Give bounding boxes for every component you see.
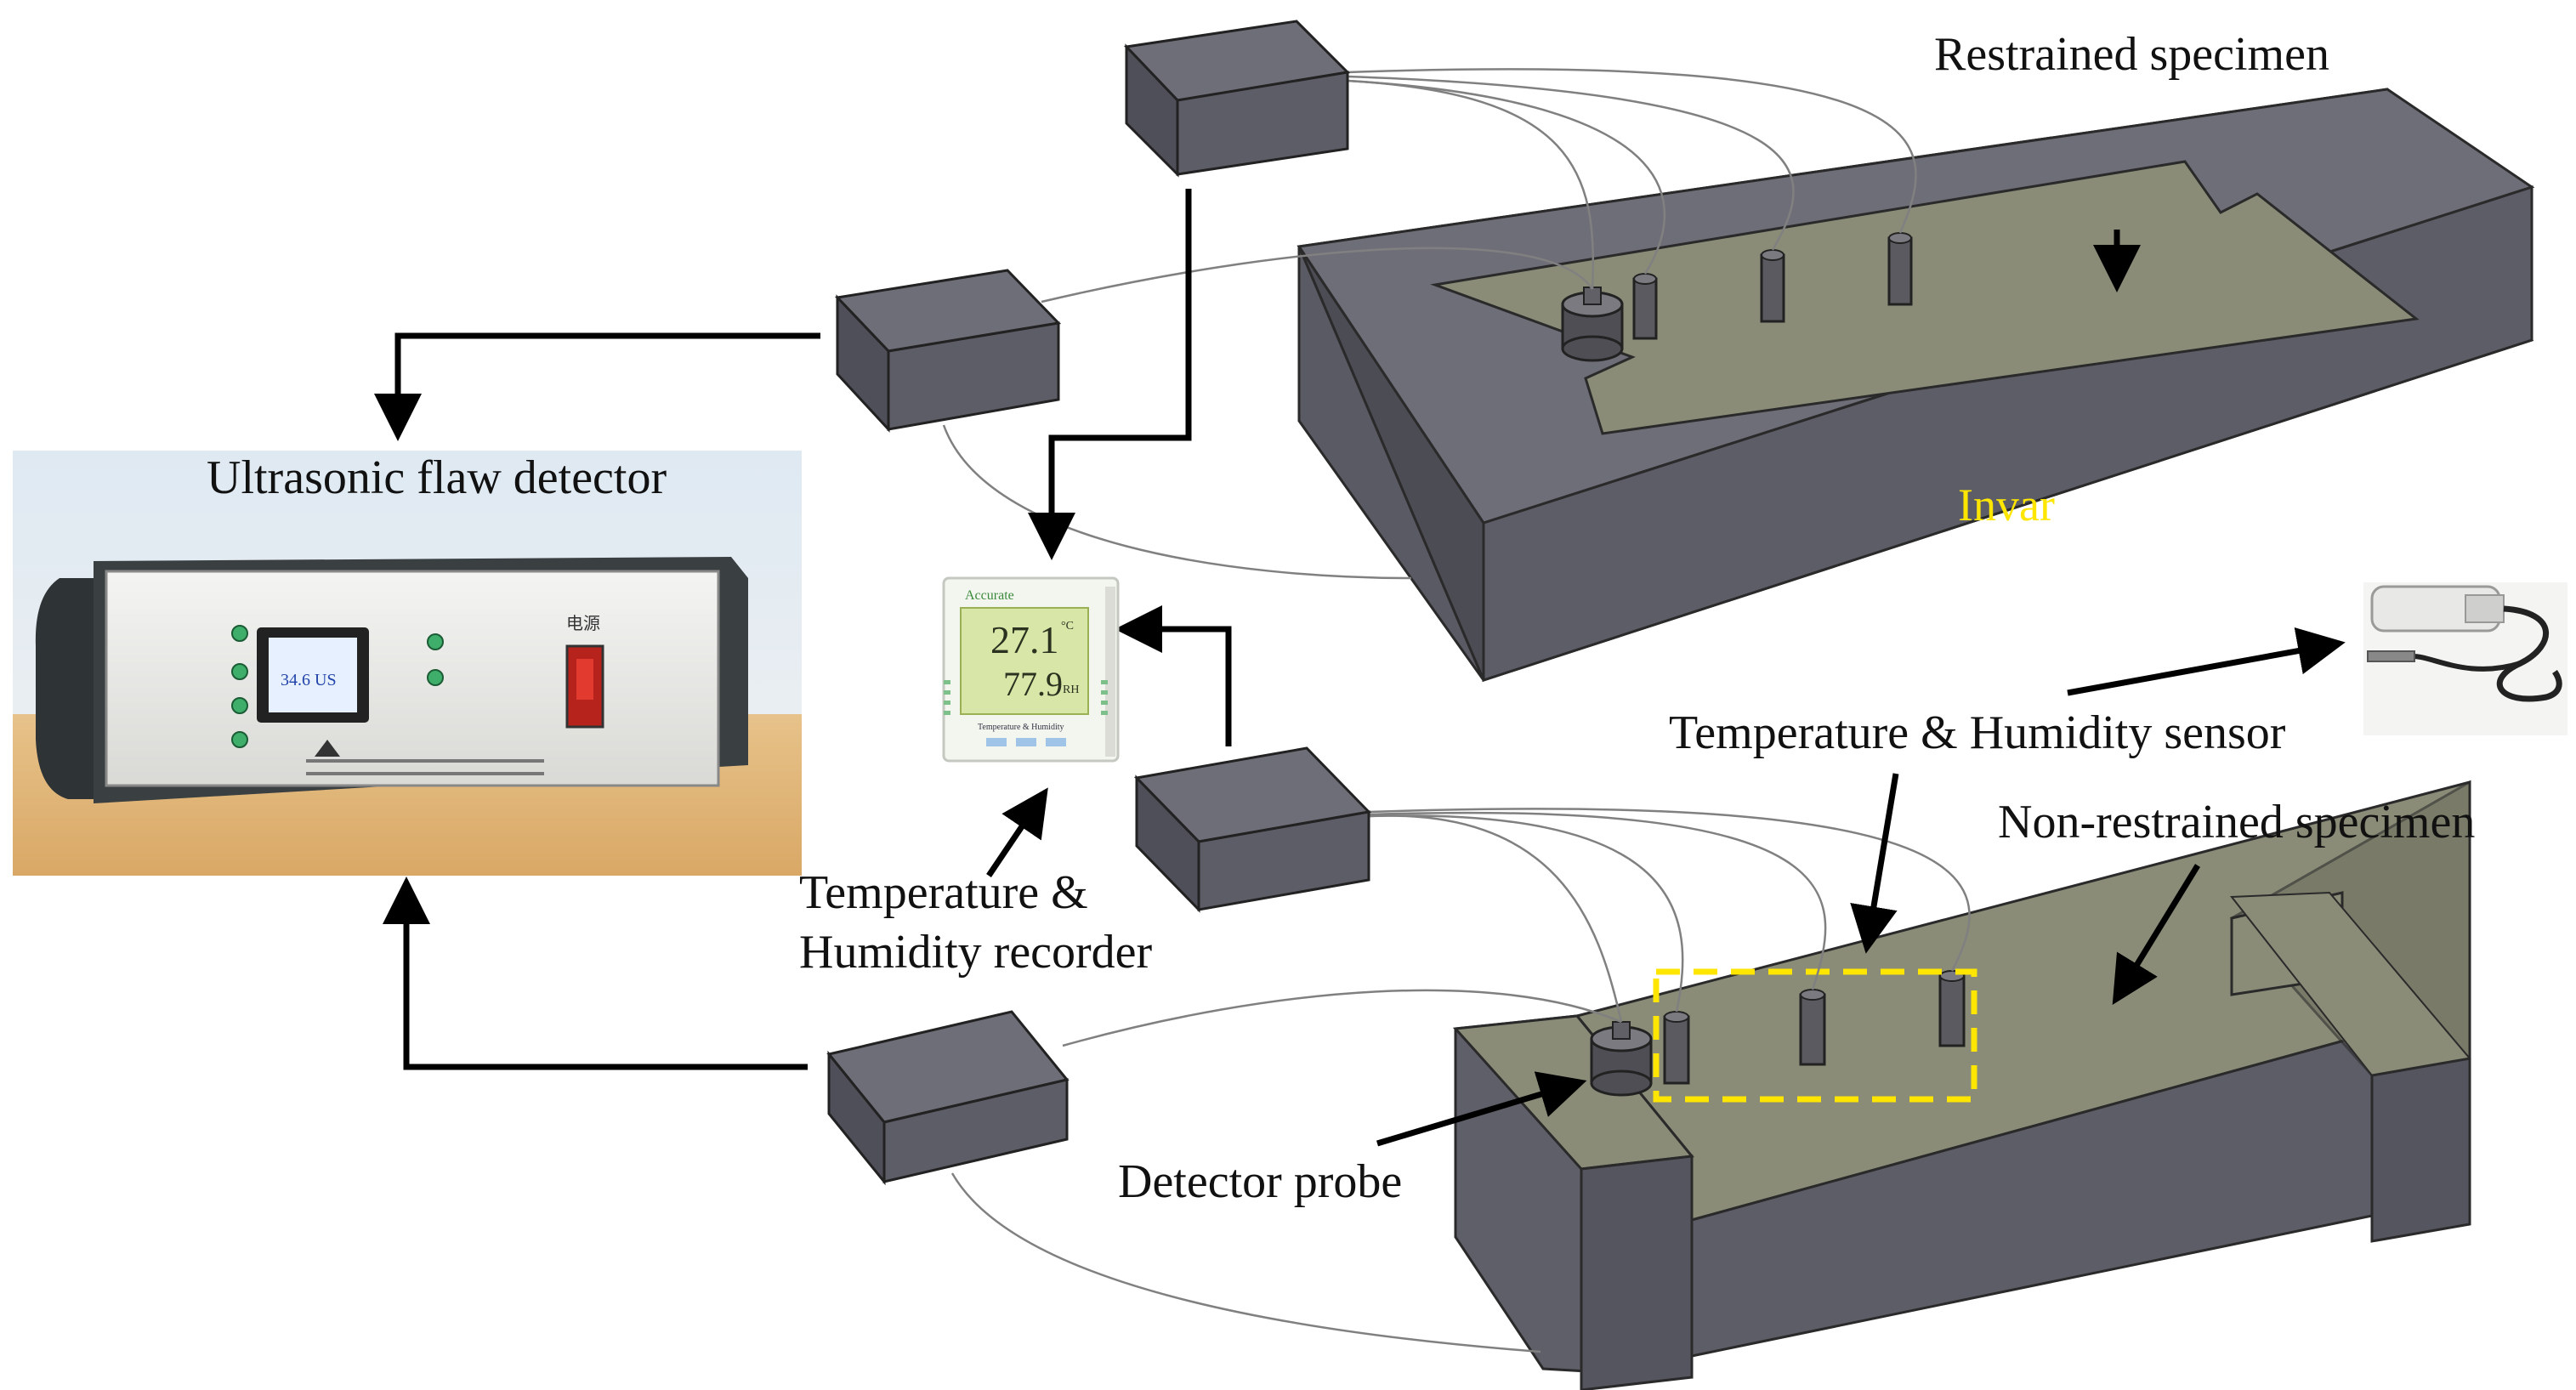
flaw-detector-screen (269, 638, 357, 712)
label-ultrasonic-flaw-detector: Ultrasonic flaw detector (207, 451, 667, 504)
label-detector-probe: Detector probe (1118, 1155, 1402, 1208)
non-restrained-specimen (1452, 780, 2471, 1390)
recorder-humidity: 77.9 (1003, 665, 1063, 703)
power-switch[interactable] (565, 644, 604, 729)
amplifier-box-top (1123, 20, 1351, 178)
amplifier-box-lower-left (826, 1010, 1070, 1186)
label-temperature-humidity-recorder-line2: Humidity recorder (799, 926, 1153, 979)
label-restrained-specimen: Restrained specimen (1934, 28, 2329, 81)
cables (942, 68, 1971, 1353)
amplifier-box-middle (1133, 746, 1372, 913)
signal-arrows (374, 189, 2346, 1147)
flaw-detector-buttons (231, 625, 444, 748)
detector-probe-lower (1590, 1021, 1653, 1097)
recorder-temperature-unit: °C (1061, 620, 1074, 633)
recorder-screen (960, 607, 1089, 715)
temperature-humidity-recorder: Accurate 27.1 °C 77.9 RH Temperature & H… (942, 576, 1120, 763)
recorder-brand: Accurate (965, 588, 1014, 603)
power-switch-label: 电源 (566, 614, 600, 633)
flaw-detector-front-panel (105, 570, 720, 787)
recorder-temperature: 27.1 (990, 618, 1059, 661)
detector-probe-upper (1561, 287, 1624, 362)
ultrasonic-flaw-detector-photo: 34.6 US 电源 (13, 451, 802, 876)
amplifier-box-upper-left (834, 269, 1062, 433)
label-temperature-humidity-sensor: Temperature & Humidity sensor (1669, 706, 2286, 759)
sensor-pins-upper (1632, 232, 1913, 340)
recorder-humidity-unit: RH (1063, 684, 1079, 696)
temperature-humidity-sensor-photo (2363, 582, 2567, 735)
label-invar: Invar (1958, 479, 2055, 530)
sensor-pins-lower (1663, 970, 1966, 1085)
flaw-detector-screen-value: 34.6 US (281, 671, 337, 689)
recorder-caption: Temperature & Humidity (978, 723, 1064, 732)
temperature-humidity-sensor-highlight (1653, 968, 1977, 1103)
label-temperature-humidity-recorder-line1: Temperature & (799, 866, 1088, 919)
restrained-specimen (1430, 160, 2420, 435)
label-non-restrained-specimen: Non-restrained specimen (1998, 796, 2475, 848)
